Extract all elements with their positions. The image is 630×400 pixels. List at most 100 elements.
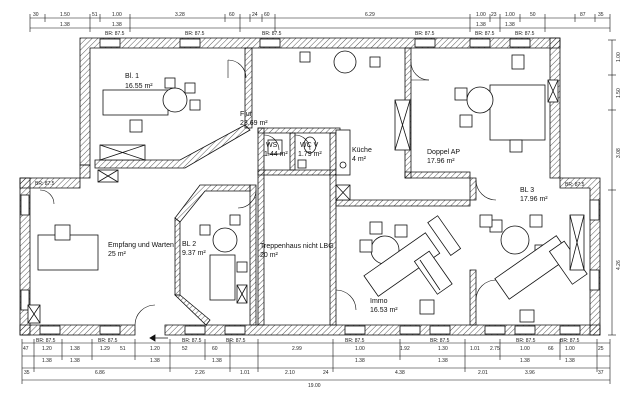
dim-bottom-17: 1.00 — [565, 346, 575, 352]
sill-label: BR: 87.5 — [36, 338, 56, 344]
room-doppelap-name: Doppel AP — [427, 149, 460, 156]
dim-top-3: 51 — [92, 12, 98, 18]
room-kueche-name: Küche — [352, 147, 372, 154]
dim-top-15: 35 — [598, 12, 604, 18]
dim-top-sub-4: 1.38 — [505, 22, 515, 28]
dim-top-7: 24 — [252, 12, 258, 18]
room-bl3-area: 17.96 m² — [520, 196, 548, 203]
dim-top-8: 60 — [264, 12, 270, 18]
dim-bottom-18: 25 — [598, 346, 604, 352]
doors — [39, 59, 497, 326]
dim-bottom-r3-8: 2.01 — [478, 370, 488, 376]
dim-bottom-sub-1: 1.38 — [42, 358, 52, 364]
top-dimension-lines: 30 1.50 51 1.00 3.28 60 24 60 6.29 1.00 … — [29, 12, 611, 32]
dim-bottom-sub-4: 1.38 — [212, 358, 222, 364]
dim-top-10: 1.00 — [476, 12, 486, 18]
dim-top-4: 1.00 — [112, 12, 122, 18]
furniture — [27, 50, 588, 324]
sill-label: BR: 87.5 — [105, 31, 125, 37]
room-bl3-name: BL 3 — [520, 187, 534, 194]
dim-top-sub-1: 1.38 — [60, 22, 70, 28]
bottom-dimension-lines: 47 1.20 1.38 1.29 51 1.20 52 60 2.99 1.0… — [21, 339, 611, 389]
dim-top-2: 1.50 — [60, 12, 70, 18]
right-dimension-lines: 1.00 1.50 3.08 4.26 — [608, 39, 622, 336]
room-kueche-area: 4 m² — [352, 156, 367, 163]
room-wcv-area: 1.79 m² — [298, 151, 322, 158]
dim-bottom-sub-3: 1.38 — [150, 358, 160, 364]
dim-bottom-total: 19.00 — [308, 383, 321, 389]
room-empfang-area: 25 m² — [108, 251, 127, 258]
dim-bottom-13: 1.01 — [470, 346, 480, 352]
dim-bottom-r3-10: 37 — [598, 370, 604, 376]
dim-bottom-sub-2: 1.38 — [70, 358, 80, 364]
room-ws-name: WS — [266, 142, 278, 149]
room-flur-name: Flur — [240, 111, 253, 118]
sill-labels: BR: 87.5 BR: 87.5 BR: 87.5 BR: 87.5 BR: … — [35, 31, 585, 344]
dim-bottom-4: 1.29 — [100, 346, 110, 352]
dim-bottom-r3-9: 3.96 — [525, 370, 535, 376]
dim-bottom-r3-7: 4.38 — [395, 370, 405, 376]
dim-bottom-5: 51 — [120, 346, 126, 352]
room-labels: Bl. 1 16.55 m² Flur 23.69 m² WS 1.44 m² … — [108, 73, 548, 314]
sill-label: BR: 87.5 — [262, 31, 282, 37]
dim-bottom-r3-6: 24 — [323, 370, 329, 376]
dim-right-4: 4.26 — [616, 260, 622, 270]
dim-bottom-6: 1.20 — [150, 346, 160, 352]
room-bl1-name: Bl. 1 — [125, 73, 139, 80]
dim-bottom-r3-2: 6.86 — [95, 370, 105, 376]
dim-bottom-sub-6: 1.38 — [438, 358, 448, 364]
dim-top-12: 1.00 — [505, 12, 515, 18]
room-bl1-area: 16.55 m² — [125, 83, 153, 90]
dim-bottom-11: 1.92 — [400, 346, 410, 352]
dim-bottom-r3-1: 35 — [24, 370, 30, 376]
dim-top-sub-2: 1.38 — [112, 22, 122, 28]
dim-bottom-10: 1.00 — [355, 346, 365, 352]
dim-right-2: 1.50 — [616, 88, 622, 98]
room-bl2-area: 9.37 m² — [182, 250, 206, 257]
sill-label: BR: 87.5 — [415, 31, 435, 37]
entrance-arrow-icon — [149, 334, 168, 342]
sill-label: BR: 87.5 — [515, 31, 535, 37]
dim-bottom-8: 60 — [212, 346, 218, 352]
dim-bottom-2: 1.20 — [42, 346, 52, 352]
dim-bottom-9: 2.99 — [292, 346, 302, 352]
windows — [20, 38, 600, 335]
dim-top-9: 6.29 — [365, 12, 375, 18]
dim-bottom-sub-7: 1.38 — [520, 358, 530, 364]
dim-right-3: 3.08 — [616, 148, 622, 158]
room-bl2-name: BL 2 — [182, 241, 196, 248]
dim-bottom-7: 52 — [182, 346, 188, 352]
dim-top-6: 60 — [229, 12, 235, 18]
room-ws-area: 1.44 m² — [264, 151, 288, 158]
room-treppenhaus-name: Treppenhaus nicht LBG — [260, 243, 334, 250]
dim-bottom-sub-5: 1.38 — [355, 358, 365, 364]
dim-top-14: 87 — [580, 12, 586, 18]
dim-bottom-r3-4: 1.01 — [240, 370, 250, 376]
sill-label: BR: 87.5 — [560, 338, 580, 344]
sill-label: BR: 87.5 — [185, 31, 205, 37]
room-treppenhaus-area: 20 m² — [260, 252, 279, 259]
dim-top-1: 30 — [33, 12, 39, 18]
room-immo-name: Immo — [370, 298, 388, 305]
dim-bottom-3: 1.38 — [70, 346, 80, 352]
dim-bottom-12: 1.30 — [438, 346, 448, 352]
room-doppelap-area: 17.96 m² — [427, 158, 455, 165]
sill-label: BR: 87.5 — [98, 338, 118, 344]
sill-label: BR: 87.5 — [345, 338, 365, 344]
dim-bottom-14: 2.75 — [490, 346, 500, 352]
dim-bottom-r3-5: 2.10 — [285, 370, 295, 376]
sill-label: BR: 87.5 — [516, 338, 536, 344]
sill-label: BR: 87.5 — [565, 182, 585, 188]
sill-label: BR: 87.5 — [475, 31, 495, 37]
dim-top-5: 3.28 — [175, 12, 185, 18]
dim-top-13: 50 — [530, 12, 536, 18]
dim-bottom-16: 66 — [548, 346, 554, 352]
sill-label: BR: 87.5 — [226, 338, 246, 344]
room-flur-area: 23.69 m² — [240, 120, 268, 127]
room-empfang-name: Empfang und Warten — [108, 242, 174, 249]
dim-bottom-1: 47 — [23, 346, 29, 352]
dim-right-1: 1.00 — [616, 52, 622, 62]
sill-label: BR: 87.5 — [430, 338, 450, 344]
room-wcv-name: WC V — [300, 142, 319, 149]
